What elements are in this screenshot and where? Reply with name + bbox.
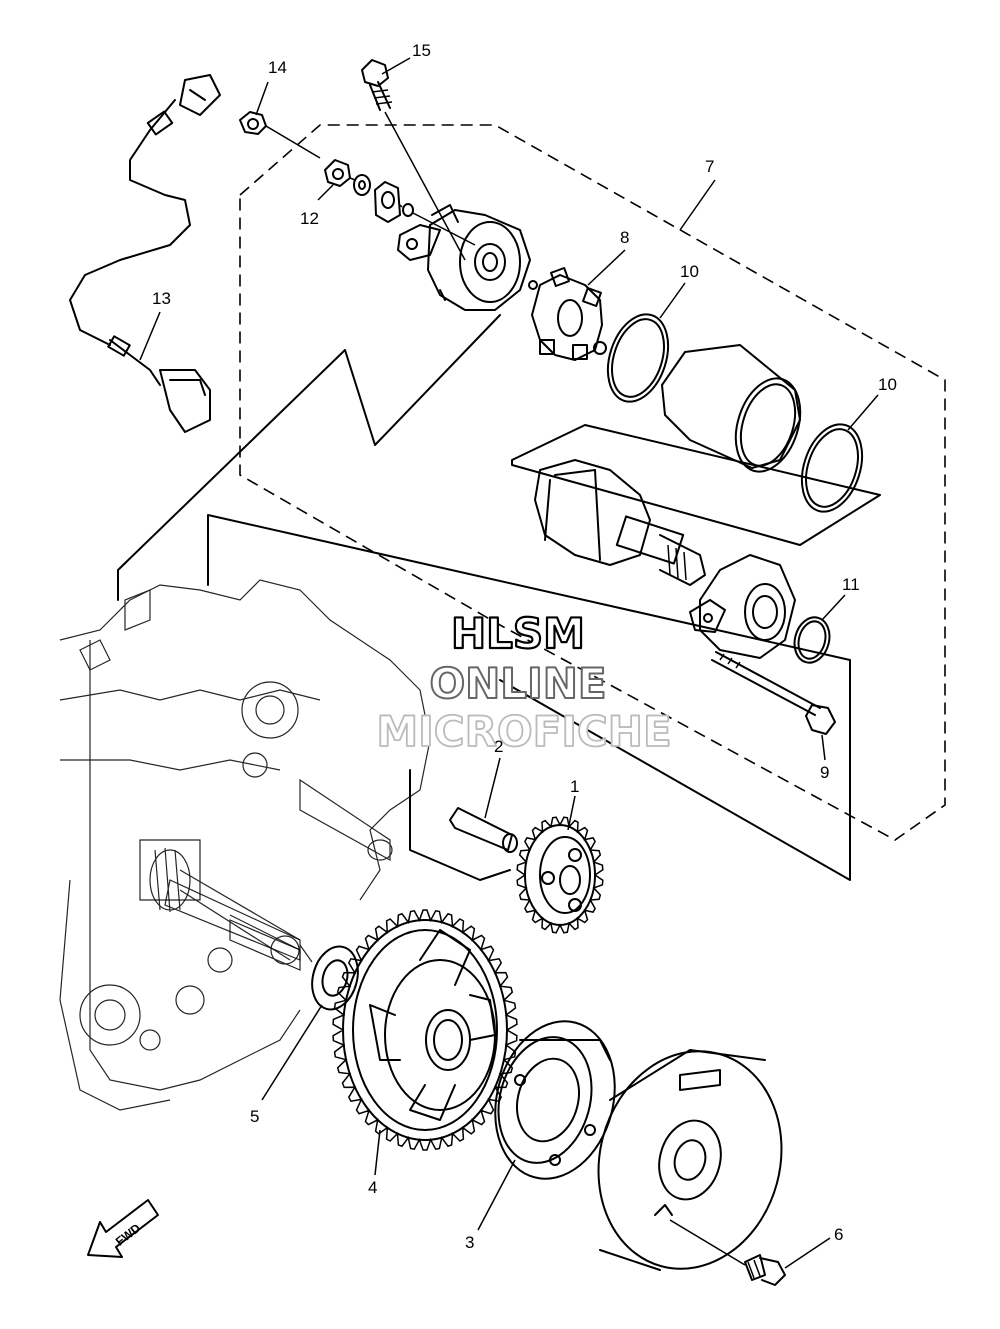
crankcase-frame [207,514,851,881]
washer-5 [311,945,359,1011]
o-ring-10-lower [800,423,864,513]
part-label-4: 4 [368,1178,377,1197]
armature-frame [511,424,881,546]
part-label-11: 11 [842,575,860,594]
part-label-6: 6 [834,1225,843,1244]
part-label-10-upper: 10 [680,262,699,281]
starter-yoke [661,344,802,473]
part-label-2: 2 [494,737,503,756]
long-bolt-9 [711,651,836,735]
part-label-9: 9 [820,763,829,782]
part-label-1: 1 [570,777,579,796]
part-label-15: 15 [412,41,431,60]
bolt-6 [744,1254,786,1286]
flywheel-rotor [597,1049,783,1271]
washers [353,174,414,223]
starter-clutch-3 [494,1020,616,1180]
watermark-line-2: ONLINE [429,659,606,708]
fwd-arrow-icon: FWD [87,1199,159,1258]
shaft [149,847,313,963]
part-label-13: 13 [152,289,171,308]
nut-12 [324,159,351,187]
starter-front-cover [689,554,796,659]
watermark-line-3: MICROFICHE [376,707,671,756]
nut-14 [239,111,267,135]
part-label-12: 12 [300,209,319,228]
starter-rear-cover [397,204,531,311]
part-label-14: 14 [268,58,287,77]
bolt-15 [361,59,466,261]
part-label-3: 3 [465,1233,474,1252]
leader-lines [139,57,879,1269]
part-label-5: 5 [250,1107,259,1126]
part-label-7: 7 [705,157,714,176]
pin-frame [409,769,511,881]
part-label-10-lower: 10 [878,375,897,394]
crankcase-housing [59,579,431,1111]
o-ring-11 [793,616,831,664]
brush-holder-8 [528,267,607,361]
part-label-8: 8 [620,228,629,247]
watermark: HLSM ONLINE MICROFICHE [375,608,672,757]
armature [534,459,706,586]
starter-wheel-gear-4 [332,909,518,1151]
starter-assembly-boundary [239,124,946,841]
zigzag-connector [117,314,501,601]
idler-gear-1 [516,816,604,934]
pin-2 [449,807,518,853]
starter-wire-lead [69,74,221,433]
watermark-line-1: HLSM [451,609,585,658]
leader-axis-top [265,125,476,246]
o-ring-10-upper [606,313,670,403]
